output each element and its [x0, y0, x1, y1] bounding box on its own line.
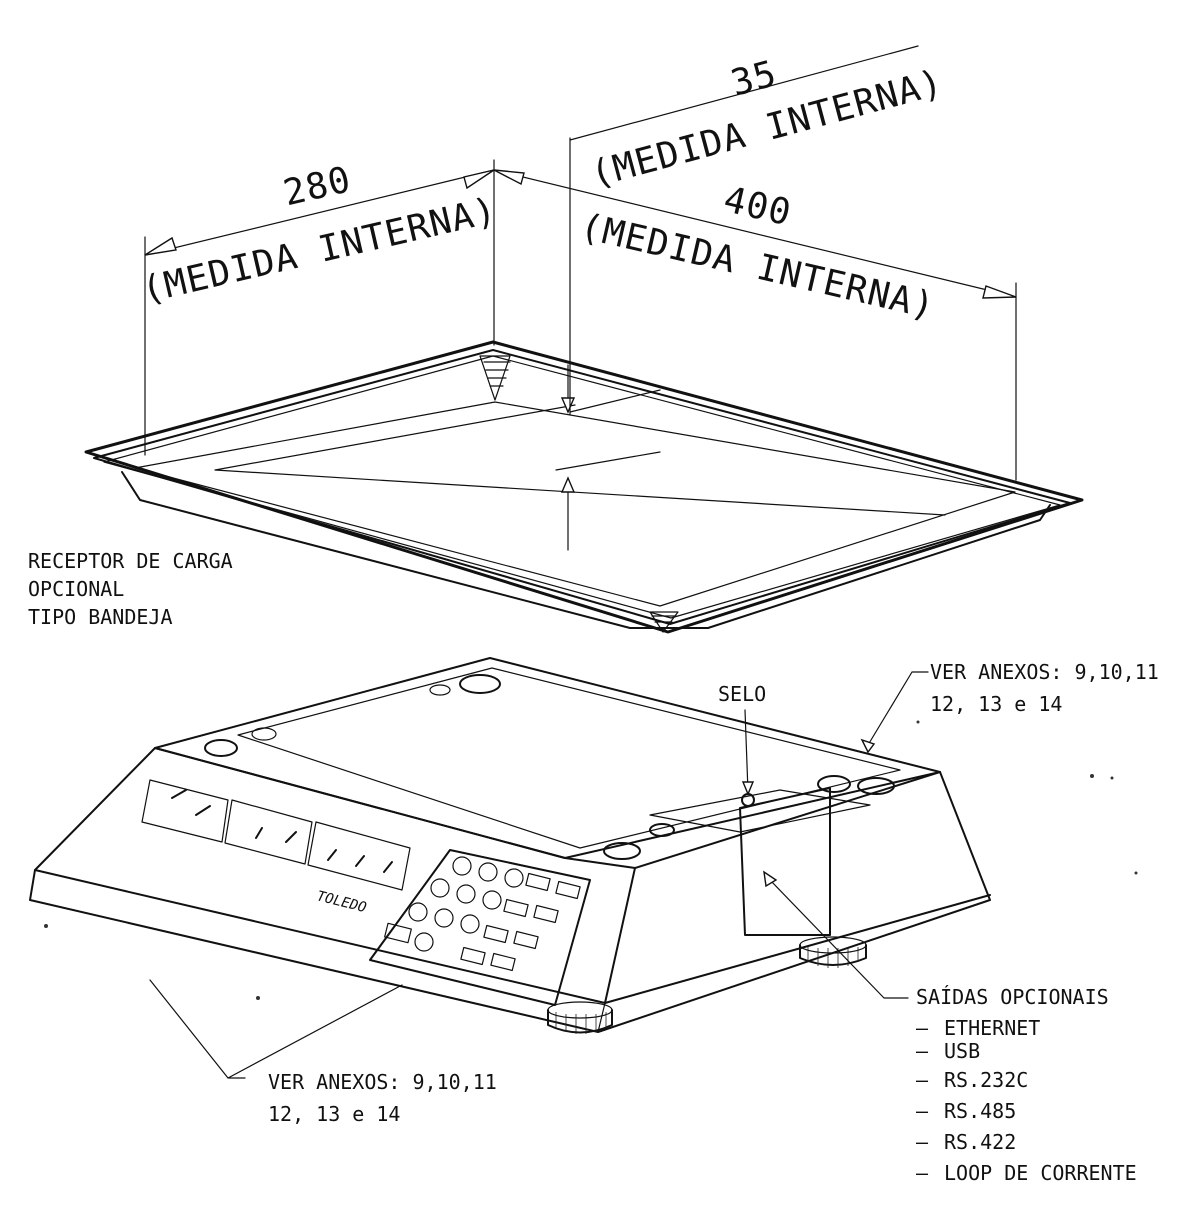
- output-item: –: [916, 1016, 929, 1040]
- tray-caption-line-1: RECEPTOR DE CARGA: [28, 549, 233, 573]
- tray-height-arrow-up: [560, 476, 576, 493]
- scale-output-compartment: [739, 787, 831, 936]
- output-item: –: [916, 1099, 929, 1123]
- annex-top-line-1: VER ANEXOS: 9,10,11: [930, 660, 1159, 684]
- tray-drawing: [84, 340, 1084, 634]
- scale-display-panel: TOLEDO: [141, 779, 591, 1006]
- annex-bottom-line-2: 12, 13 e 14: [268, 1102, 400, 1126]
- outputs-title: SAÍDAS OPCIONAIS: [916, 985, 1109, 1009]
- display-window-3: [307, 821, 411, 891]
- output-item-label: RS.232C: [944, 1068, 1028, 1092]
- annex-bottom-leader: [149, 979, 403, 1079]
- scale-feet: [547, 936, 867, 1034]
- output-item-label: RS.422: [944, 1130, 1016, 1154]
- tray-floor-step: [214, 404, 946, 516]
- display-brand: TOLEDO: [315, 888, 368, 916]
- tray-height-arrow-down: [560, 397, 576, 414]
- tray-rim-line-2: [93, 349, 1071, 625]
- dim-line-length: [493, 169, 1017, 298]
- tray-outer-rim: [84, 340, 1084, 634]
- knob-right-1: [817, 775, 851, 793]
- output-item-label: LOOP DE CORRENTE: [944, 1161, 1137, 1185]
- tray-caption-line-3: TIPO BANDEJA: [28, 605, 173, 629]
- dimension-lines: [144, 45, 1017, 481]
- tray-rim-line-3: [103, 355, 1061, 619]
- tray-caption: RECEPTOR DE CARGA OPCIONAL TIPO BANDEJA: [28, 549, 233, 629]
- scan-noise: [44, 720, 1138, 1000]
- dim-width-note: (MEDIDA INTERNA): [138, 190, 501, 312]
- outputs-leader: [769, 879, 909, 999]
- outputs-list: – ETHERNET – USB – RS.232C – RS.485 – RS…: [916, 1016, 1137, 1185]
- scale-drawing: [29, 657, 991, 1034]
- output-item: –: [916, 1068, 929, 1092]
- knob-left: [204, 739, 238, 757]
- keypad: [369, 849, 591, 1006]
- dim-line-width: [144, 169, 495, 256]
- display-window-2: [224, 799, 313, 865]
- annex-top-leader: [867, 671, 929, 746]
- tray-inner-floor: [134, 401, 1016, 607]
- output-item: –: [916, 1161, 929, 1185]
- scale-side-face: [604, 771, 991, 1004]
- output-item-label: RS.485: [944, 1099, 1016, 1123]
- knob-right-2: [857, 777, 895, 795]
- knob-rear: [649, 823, 675, 837]
- seal-leader: [744, 709, 749, 793]
- scale-top-surface: [154, 657, 941, 859]
- annex-bottom-line-1: VER ANEXOS: 9,10,11: [268, 1070, 497, 1094]
- dim-line-height: [569, 45, 919, 141]
- output-item-label: USB: [944, 1039, 980, 1063]
- tray-caption-line-2: OPCIONAL: [28, 577, 124, 601]
- scale-platter: [237, 667, 901, 849]
- scale-front-panel: [34, 747, 636, 1004]
- display-window-1: [141, 779, 229, 843]
- output-item: –: [916, 1039, 929, 1063]
- tray-height-indicator: [555, 364, 661, 551]
- annex-top-line-2: 12, 13 e 14: [930, 692, 1062, 716]
- tray-corner-hatch: [479, 355, 679, 633]
- knob-top-left: [459, 674, 501, 694]
- dim-length-value: 400: [720, 179, 796, 234]
- output-item-label: ETHERNET: [944, 1016, 1040, 1040]
- keypad-keys: [384, 856, 581, 972]
- knob-center: [603, 842, 641, 860]
- seal-label: SELO: [718, 682, 766, 706]
- dim-height-value: 35: [727, 53, 781, 104]
- output-item: –: [916, 1130, 929, 1154]
- tray-bottom-wall: [121, 471, 1051, 629]
